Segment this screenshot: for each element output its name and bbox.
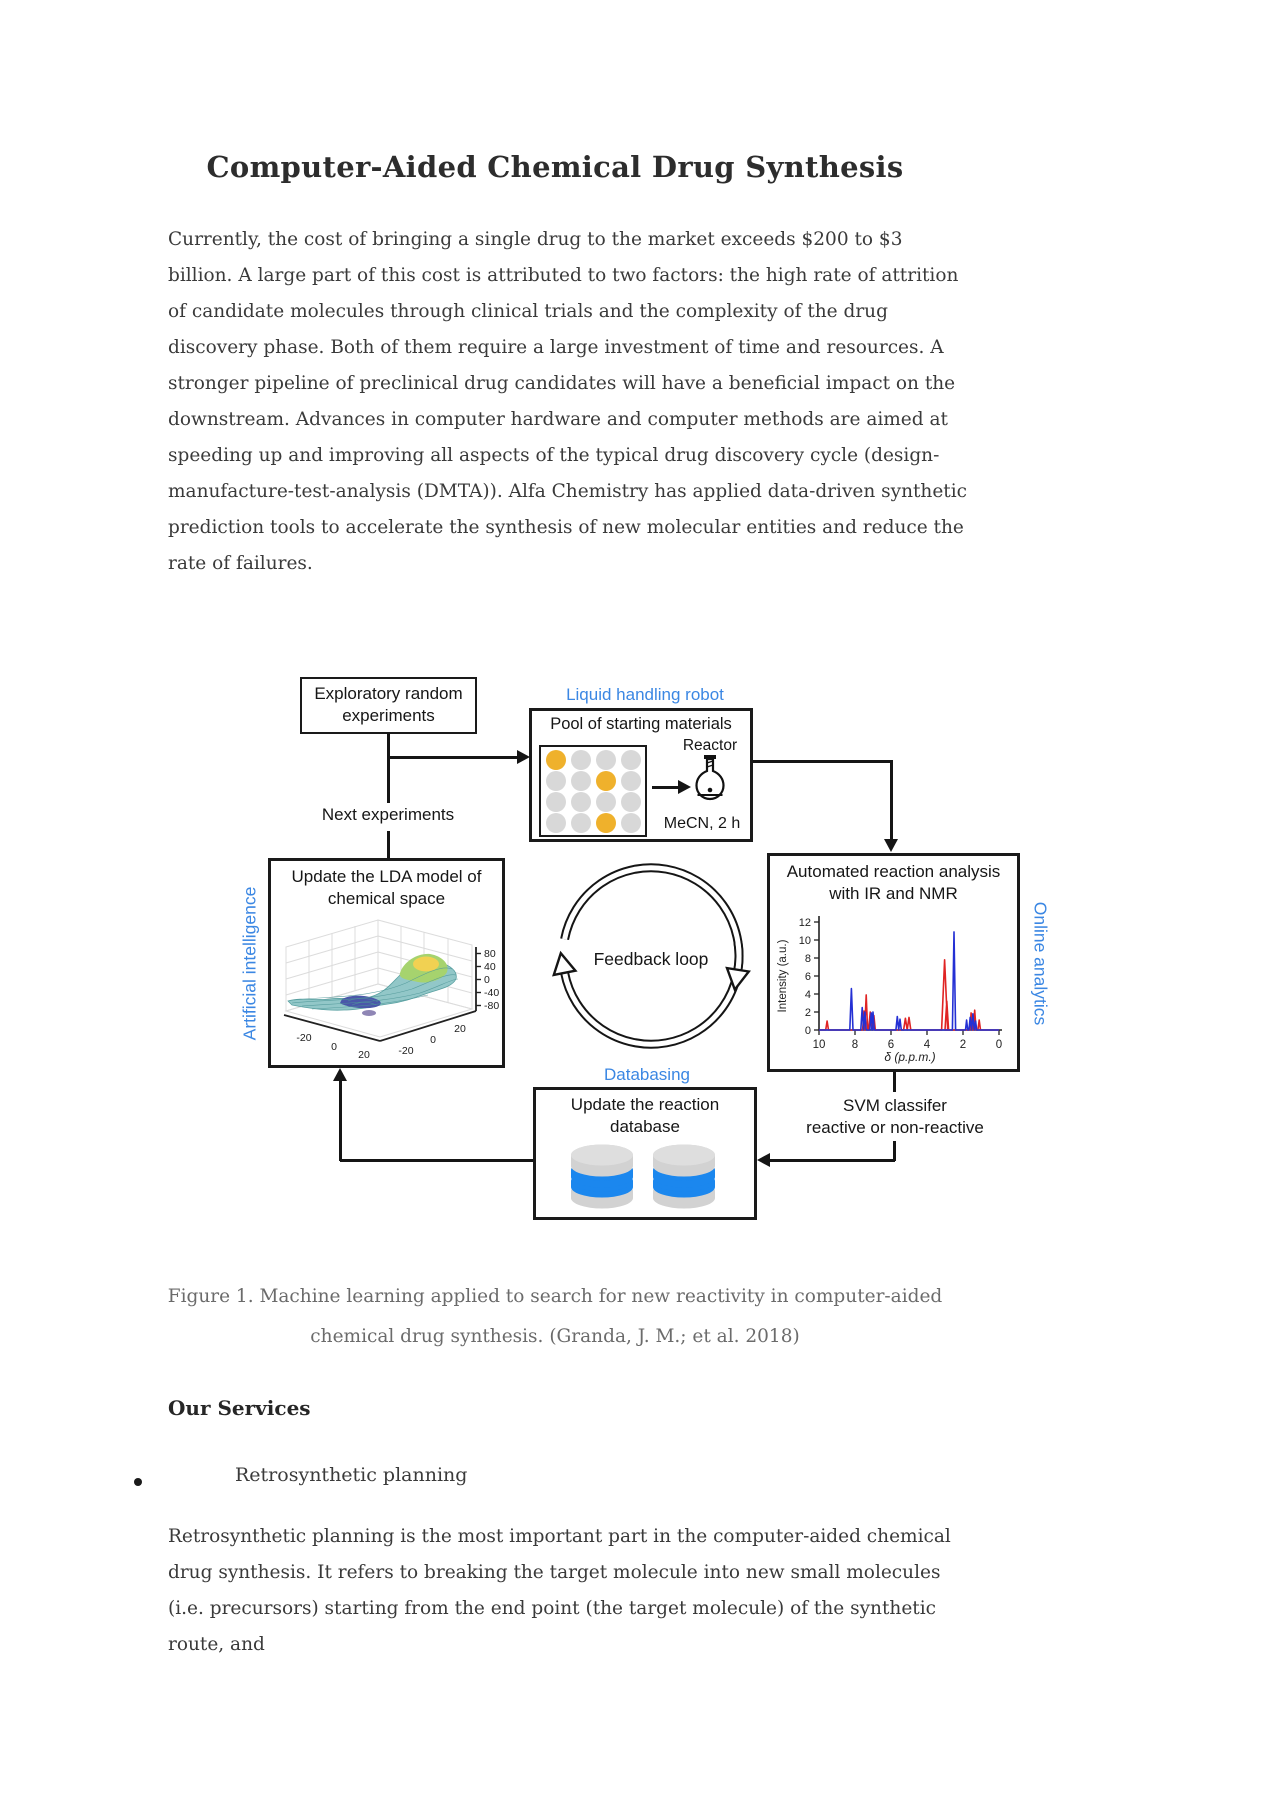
well-empty [620, 791, 641, 812]
svg-text:6: 6 [805, 971, 811, 983]
reaction-database-label: Update the reaction database [570, 1095, 720, 1136]
svg-text:20: 20 [358, 1049, 370, 1061]
svg-text:8: 8 [805, 953, 811, 965]
service-bullet-item: Retrosynthetic planning [235, 1464, 468, 1486]
svg-text:0: 0 [331, 1041, 337, 1053]
well-empty [545, 791, 566, 812]
svg-text:Intensity (a.u.): Intensity (a.u.) [777, 939, 789, 1012]
lda-model-box: Update the LDA model of chemical space [268, 858, 505, 1068]
svg-text:4: 4 [805, 989, 811, 1001]
liquid-handling-robot-label: Liquid handling robot [566, 685, 724, 704]
online-analytics-label: Online analytics [1030, 901, 1051, 1026]
well-empty [595, 791, 616, 812]
database-icon [571, 1144, 715, 1209]
svg-text:-20: -20 [398, 1045, 413, 1057]
pool-title: Pool of starting materials [550, 715, 732, 733]
svm-classifier-label: SVM classifer reactive or non-reactive [783, 1095, 1007, 1139]
connector-line [340, 1159, 533, 1162]
svg-text:4: 4 [924, 1039, 931, 1051]
well-empty [570, 749, 591, 770]
svg-text:6: 6 [888, 1039, 894, 1051]
svg-text:0: 0 [996, 1039, 1002, 1051]
automated-analysis-box: Automated reaction analysis with IR and … [767, 853, 1020, 1072]
svg-text:0: 0 [805, 1025, 811, 1037]
connector-line [890, 760, 893, 840]
arrowhead-icon [517, 750, 530, 764]
well-selected [545, 749, 566, 770]
well-empty [545, 770, 566, 791]
automated-analysis-label: Automated reaction analysis with IR and … [786, 862, 1001, 903]
intro-paragraph: Currently, the cost of bringing a single… [168, 229, 968, 574]
page-title: Computer-Aided Chemical Drug Synthesis [206, 150, 904, 184]
svg-text:10: 10 [799, 935, 811, 947]
svg-text:8: 8 [852, 1039, 858, 1051]
svg-text:0: 0 [430, 1034, 436, 1046]
databasing-label: Databasing [603, 1065, 690, 1084]
pool-of-starting-materials-box: Pool of starting materials Reactor MeCN,… [529, 708, 753, 842]
well-empty [620, 812, 641, 833]
svg-text:12: 12 [799, 917, 811, 929]
feedback-loop-label: Feedback loop [593, 949, 709, 969]
well-empty [570, 770, 591, 791]
exploratory-experiments-label: Exploratory random experiments [314, 684, 463, 725]
lda-model-label: Update the LDA model of chemical space [291, 867, 482, 908]
reactor-flask-icon [695, 755, 725, 801]
connector-line [893, 1072, 896, 1092]
svm-classifier-line1: SVM classifer [843, 1096, 947, 1115]
feedback-loop-icon [552, 863, 751, 1049]
arrowhead-icon [333, 1068, 347, 1081]
connector-line [387, 733, 390, 803]
reactor-label: Reactor [682, 737, 738, 754]
connector-line [387, 831, 390, 858]
svm-classifier-line2: reactive or non-reactive [806, 1118, 984, 1138]
connector-line [387, 756, 518, 759]
connector-line [339, 1079, 342, 1161]
svg-text:2: 2 [805, 1007, 811, 1019]
svg-text:40: 40 [484, 961, 496, 973]
arrowhead-icon [884, 839, 898, 852]
svg-text:-40: -40 [484, 987, 499, 999]
well-empty [545, 812, 566, 833]
well-empty [570, 812, 591, 833]
well-empty [620, 770, 641, 791]
exploratory-experiments-box: Exploratory random experiments [300, 677, 477, 734]
nmr-spectrum-chart: 0 2 4 6 8 10 12 10 8 6 4 2 0 Intensity (a.u.) δ (p.p.m… [777, 916, 1002, 1064]
reaction-database-box: Update the reaction database [533, 1087, 757, 1220]
well-plate [539, 745, 647, 837]
body-paragraph: Retrosynthetic planning is the most impo… [168, 1526, 951, 1655]
arrowhead-icon [757, 1153, 770, 1167]
figure-caption: Figure 1. Machine learning applied to se… [0, 1277, 1110, 1357]
arrowhead-icon [678, 780, 691, 794]
bullet-icon [134, 1478, 142, 1486]
connector-line [652, 786, 680, 789]
well-selected [595, 770, 616, 791]
svg-text:-20: -20 [296, 1032, 311, 1044]
connector-line [753, 760, 892, 763]
artificial-intelligence-label: Artificial intelligence [239, 886, 260, 1041]
figure-1-diagram: Exploratory random experiments Next expe… [230, 655, 1080, 1255]
svg-text:0: 0 [484, 974, 490, 986]
next-experiments-label: Next experiments [321, 805, 455, 824]
mecn-label: MeCN, 2 h [663, 815, 741, 832]
well-empty [570, 791, 591, 812]
svg-text:2: 2 [960, 1039, 966, 1051]
connector-line [770, 1159, 895, 1162]
figure-caption-line1: Figure 1. Machine learning applied to se… [167, 1286, 943, 1307]
svg-text:10: 10 [813, 1039, 826, 1051]
svg-text:20: 20 [454, 1023, 466, 1035]
svg-text:δ (p.p.m.): δ (p.p.m.) [884, 1050, 935, 1064]
well-empty [620, 749, 641, 770]
svg-text:-80: -80 [484, 1000, 499, 1012]
connector-line [893, 1141, 896, 1161]
well-selected [595, 812, 616, 833]
well-empty [595, 749, 616, 770]
services-heading: Our Services [168, 1396, 311, 1420]
svg-text:80: 80 [484, 948, 496, 960]
figure-caption-line2: chemical drug synthesis. (Granda, J. M.;… [310, 1326, 800, 1347]
